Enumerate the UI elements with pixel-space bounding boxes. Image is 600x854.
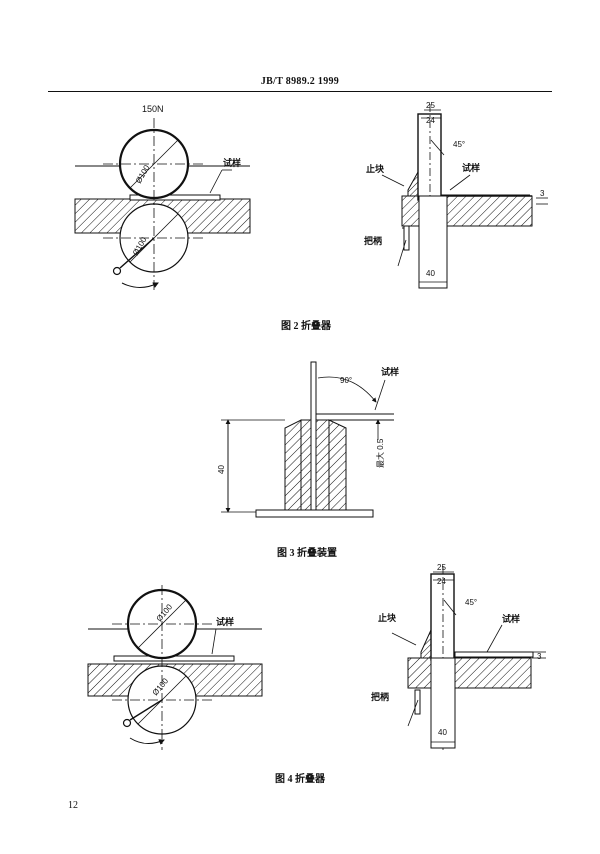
force-label: 150N: [142, 104, 164, 114]
page-number: 12: [68, 800, 78, 811]
dim-24: 24: [426, 116, 435, 125]
specimen-label: 试样: [381, 366, 399, 377]
specimen-label: 试样: [223, 157, 241, 168]
dim-25: 25: [426, 101, 435, 110]
dim-3: 3: [540, 189, 545, 198]
angle-90: 90°: [340, 376, 352, 385]
dim-3: 3: [537, 652, 542, 661]
stop-block-label: 止块: [366, 163, 385, 174]
figure3-caption: 图 3 折叠装置: [277, 548, 337, 559]
max-gap-label: 最大 0.5: [375, 438, 385, 468]
dim-25: 25: [437, 563, 446, 572]
specimen-label: 试样: [462, 162, 480, 173]
specimen-label: 试样: [502, 613, 520, 624]
handle-label: 把柄: [371, 691, 389, 702]
header-rule: [48, 91, 552, 92]
dim-24: 24: [437, 577, 446, 586]
figure2-caption: 图 2 折叠器: [281, 321, 331, 332]
specimen-label: 试样: [216, 616, 234, 627]
dim-40: 40: [426, 269, 435, 278]
height-40: 40: [217, 465, 226, 474]
stop-block-label: 止块: [378, 612, 397, 623]
page-header: JB/T 8989.2 1999: [260, 76, 340, 87]
angle-45: 45°: [465, 598, 477, 607]
handle-label: 把柄: [364, 235, 382, 246]
angle-45: 45°: [453, 140, 465, 149]
figure4-caption: 图 4 折叠器: [275, 774, 325, 785]
dim-40: 40: [438, 728, 447, 737]
